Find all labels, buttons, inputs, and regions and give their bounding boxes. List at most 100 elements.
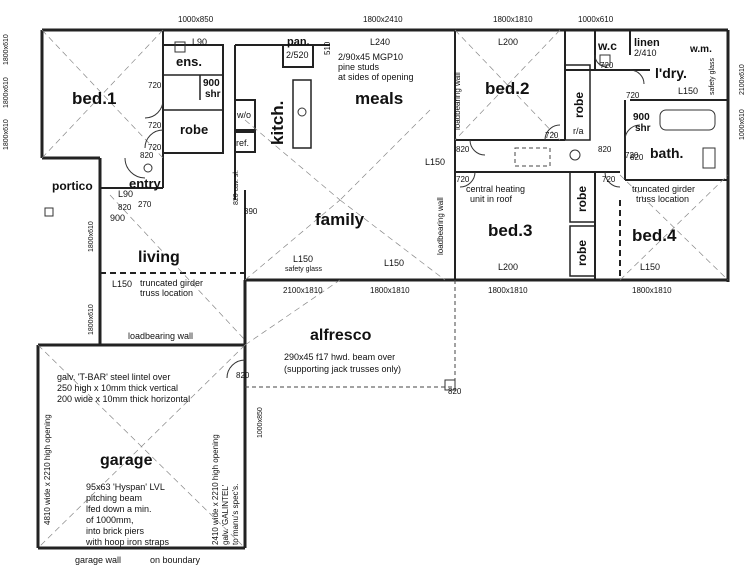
- svg-text:2410 wide x 2210 high opening: 2410 wide x 2210 high opening: [211, 434, 220, 545]
- room-robe2: robe: [572, 92, 586, 118]
- room-garage: garage: [100, 452, 153, 469]
- svg-text:1800x610: 1800x610: [3, 77, 10, 108]
- svg-text:truncated girder: truncated girder: [632, 184, 695, 194]
- room-portico: portico: [52, 179, 93, 193]
- svg-text:L200: L200: [498, 262, 518, 272]
- svg-text:1000x850: 1000x850: [257, 407, 264, 438]
- svg-text:820: 820: [456, 145, 470, 154]
- svg-text:720: 720: [148, 81, 162, 90]
- svg-text:820: 820: [448, 387, 462, 396]
- svg-text:720: 720: [148, 121, 162, 130]
- roof-lines: [37, 29, 729, 549]
- svg-text:1800x2410: 1800x2410: [363, 15, 403, 24]
- svg-text:720: 720: [602, 175, 616, 184]
- svg-text:1800x1810: 1800x1810: [370, 286, 410, 295]
- room-meals: meals: [355, 89, 403, 108]
- svg-text:L200: L200: [498, 37, 518, 47]
- room-ref: ref.: [236, 138, 249, 148]
- svg-text:250 high x 10mm thick vertical: 250 high x 10mm thick vertical: [57, 383, 178, 393]
- svg-text:L150: L150: [425, 157, 445, 167]
- room-robe3a: robe: [575, 186, 589, 212]
- svg-text:loadbearing wall: loadbearing wall: [436, 197, 445, 255]
- svg-text:safety glass: safety glass: [285, 266, 322, 273]
- room-shr1: 900: [203, 78, 220, 89]
- fixtures: [44, 41, 611, 391]
- room-wc: w.c: [597, 39, 617, 53]
- svg-text:L150: L150: [293, 254, 313, 264]
- svg-text:to manu's spec's.: to manu's spec's.: [231, 484, 240, 545]
- svg-text:820: 820: [598, 145, 612, 154]
- svg-text:of 1000mm,: of 1000mm,: [86, 515, 134, 525]
- svg-text:L150: L150: [112, 279, 132, 289]
- room-bed1: bed.1: [72, 89, 116, 108]
- svg-text:garage wall: garage wall: [75, 555, 121, 565]
- room-kitchen: kitch.: [268, 101, 287, 145]
- room-wo: w/o: [236, 110, 251, 120]
- svg-text:390: 390: [244, 207, 258, 216]
- room-rfa: r/a: [573, 126, 584, 136]
- svg-text:at sides of opening: at sides of opening: [338, 72, 414, 82]
- room-bath: bath.: [650, 145, 683, 161]
- svg-text:720: 720: [148, 143, 162, 152]
- svg-text:720: 720: [625, 151, 639, 160]
- room-ens: ens.: [176, 54, 202, 69]
- svg-text:4810 wide x 2210 high opening: 4810 wide x 2210 high opening: [43, 414, 52, 525]
- room-shr2: 900: [633, 112, 650, 123]
- svg-text:1800x610: 1800x610: [88, 304, 95, 335]
- internal-walls: [100, 30, 728, 388]
- svg-text:1800x1810: 1800x1810: [493, 15, 533, 24]
- svg-text:1000x610: 1000x610: [578, 15, 614, 24]
- svg-text:720: 720: [456, 175, 470, 184]
- svg-text:L150: L150: [384, 258, 404, 268]
- svg-text:720: 720: [626, 91, 640, 100]
- svg-text:2100x610: 2100x610: [739, 64, 746, 95]
- svg-text:truss location: truss location: [636, 194, 689, 204]
- room-pan: pan.: [287, 36, 310, 48]
- svg-text:1000x850: 1000x850: [178, 15, 214, 24]
- svg-text:loadbearing wall: loadbearing wall: [128, 331, 193, 341]
- svg-text:290x45 f17 hwd. beam over: 290x45 f17 hwd. beam over: [284, 352, 395, 362]
- svg-text:720: 720: [545, 131, 559, 140]
- svg-text:lfed down a min.: lfed down a min.: [86, 504, 152, 514]
- svg-text:L150: L150: [640, 262, 660, 272]
- svg-text:unit in roof: unit in roof: [470, 194, 513, 204]
- svg-text:1000x610: 1000x610: [739, 109, 746, 140]
- room-family: family: [315, 210, 365, 229]
- room-shr2b: shr: [635, 123, 651, 134]
- svg-text:510: 510: [323, 41, 332, 55]
- room-wm: w.m.: [689, 44, 712, 55]
- svg-text:95x63 'Hyspan' LVL: 95x63 'Hyspan' LVL: [86, 482, 165, 492]
- svg-text:L240: L240: [370, 37, 390, 47]
- outer-walls: [36, 28, 730, 550]
- room-living: living: [138, 249, 180, 266]
- svg-text:loadbearing wall: loadbearing wall: [453, 72, 462, 130]
- svg-text:with hoop iron straps: with hoop iron straps: [85, 537, 170, 547]
- svg-text:820: 820: [118, 203, 132, 212]
- svg-text:1800x610: 1800x610: [3, 34, 10, 65]
- svg-text:truncated girder: truncated girder: [140, 278, 203, 288]
- svg-text:820: 820: [140, 151, 154, 160]
- room-labels: bed.1 ens. 900 shr robe pan. 2/520 kitch…: [52, 36, 712, 469]
- svg-text:(supporting jack trusses only): (supporting jack trusses only): [284, 364, 401, 374]
- svg-text:1800x1810: 1800x1810: [632, 286, 672, 295]
- room-robe3b: robe: [575, 240, 589, 266]
- svg-text:into brick piers: into brick piers: [86, 526, 145, 536]
- svg-text:pine studs: pine studs: [338, 62, 380, 72]
- svg-text:820 cav. sl.: 820 cav. sl.: [233, 170, 240, 205]
- svg-text:safety glass: safety glass: [709, 58, 716, 95]
- room-ldry: l'dry.: [655, 65, 687, 81]
- svg-text:2100x1810: 2100x1810: [283, 286, 323, 295]
- svg-text:on boundary: on boundary: [150, 555, 201, 565]
- svg-text:L90: L90: [192, 37, 207, 47]
- notes: 2/90x45 MGP10 pine studs at sides of ope…: [43, 52, 716, 565]
- svg-text:820: 820: [630, 153, 644, 162]
- svg-text:L90: L90: [118, 189, 133, 199]
- door-swings: [124, 54, 645, 379]
- svg-text:200 wide x 10mm thick horizont: 200 wide x 10mm thick horizontal: [57, 394, 190, 404]
- svg-text:2/90x45 MGP10: 2/90x45 MGP10: [338, 52, 403, 62]
- svg-text:L150: L150: [678, 86, 698, 96]
- room-bed2: bed.2: [485, 79, 529, 98]
- svg-text:galv. 'T-BAR' steel lintel ove: galv. 'T-BAR' steel lintel over: [57, 372, 170, 382]
- svg-text:900: 900: [110, 213, 125, 223]
